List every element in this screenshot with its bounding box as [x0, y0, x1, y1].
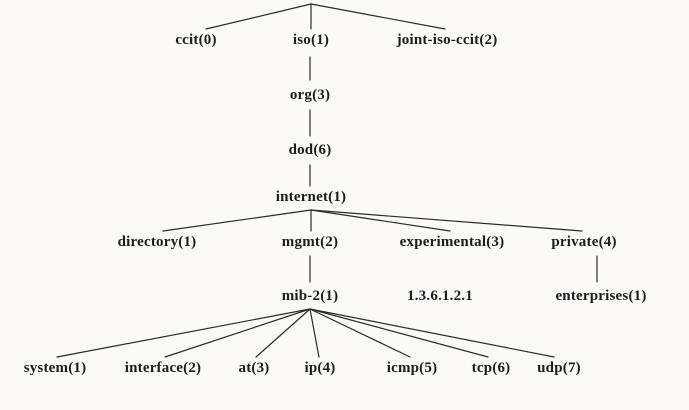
edge-root-ccit: [205, 3, 312, 30]
node-org: org(3): [289, 87, 331, 103]
edge-internet-experimental: [310, 209, 451, 232]
edge-internet-directory: [162, 209, 312, 232]
edge-mib2-system: [56, 308, 311, 358]
edge-internet-private: [310, 209, 583, 232]
oid-annotation: 1.3.6.1.2.1: [407, 288, 473, 304]
edge-mib2-icmp: [309, 308, 411, 358]
node-experimental: experimental(3): [399, 234, 505, 250]
node-internet: internet(1): [275, 189, 347, 205]
edge-mib2-udp: [309, 308, 555, 358]
node-at: at(3): [238, 360, 270, 376]
node-private: private(4): [551, 234, 617, 250]
edge-mib2-interface: [164, 308, 311, 358]
edge-mib2-ip: [309, 308, 320, 358]
node-dod: dod(6): [288, 142, 332, 158]
node-joint-iso-ccit: joint-iso-ccit(2): [396, 32, 498, 48]
edge-root-joint-iso-ccit: [310, 3, 446, 30]
node-iso: iso(1): [292, 32, 330, 48]
node-enterprises: enterprises(1): [555, 288, 647, 304]
edge-mib2-at: [255, 308, 311, 358]
node-tcp: tcp(6): [471, 360, 511, 376]
edge-mib2-tcp: [309, 308, 489, 358]
node-ip: ip(4): [304, 360, 336, 376]
node-icmp: icmp(5): [386, 360, 438, 376]
node-system: system(1): [23, 360, 87, 376]
node-ccit: ccit(0): [175, 32, 217, 48]
node-interface: interface(2): [124, 360, 202, 376]
node-mgmt: mgmt(2): [281, 234, 339, 250]
node-directory: directory(1): [117, 234, 197, 250]
node-udp: udp(7): [537, 360, 581, 376]
node-mib2: mib-2(1): [281, 288, 339, 304]
